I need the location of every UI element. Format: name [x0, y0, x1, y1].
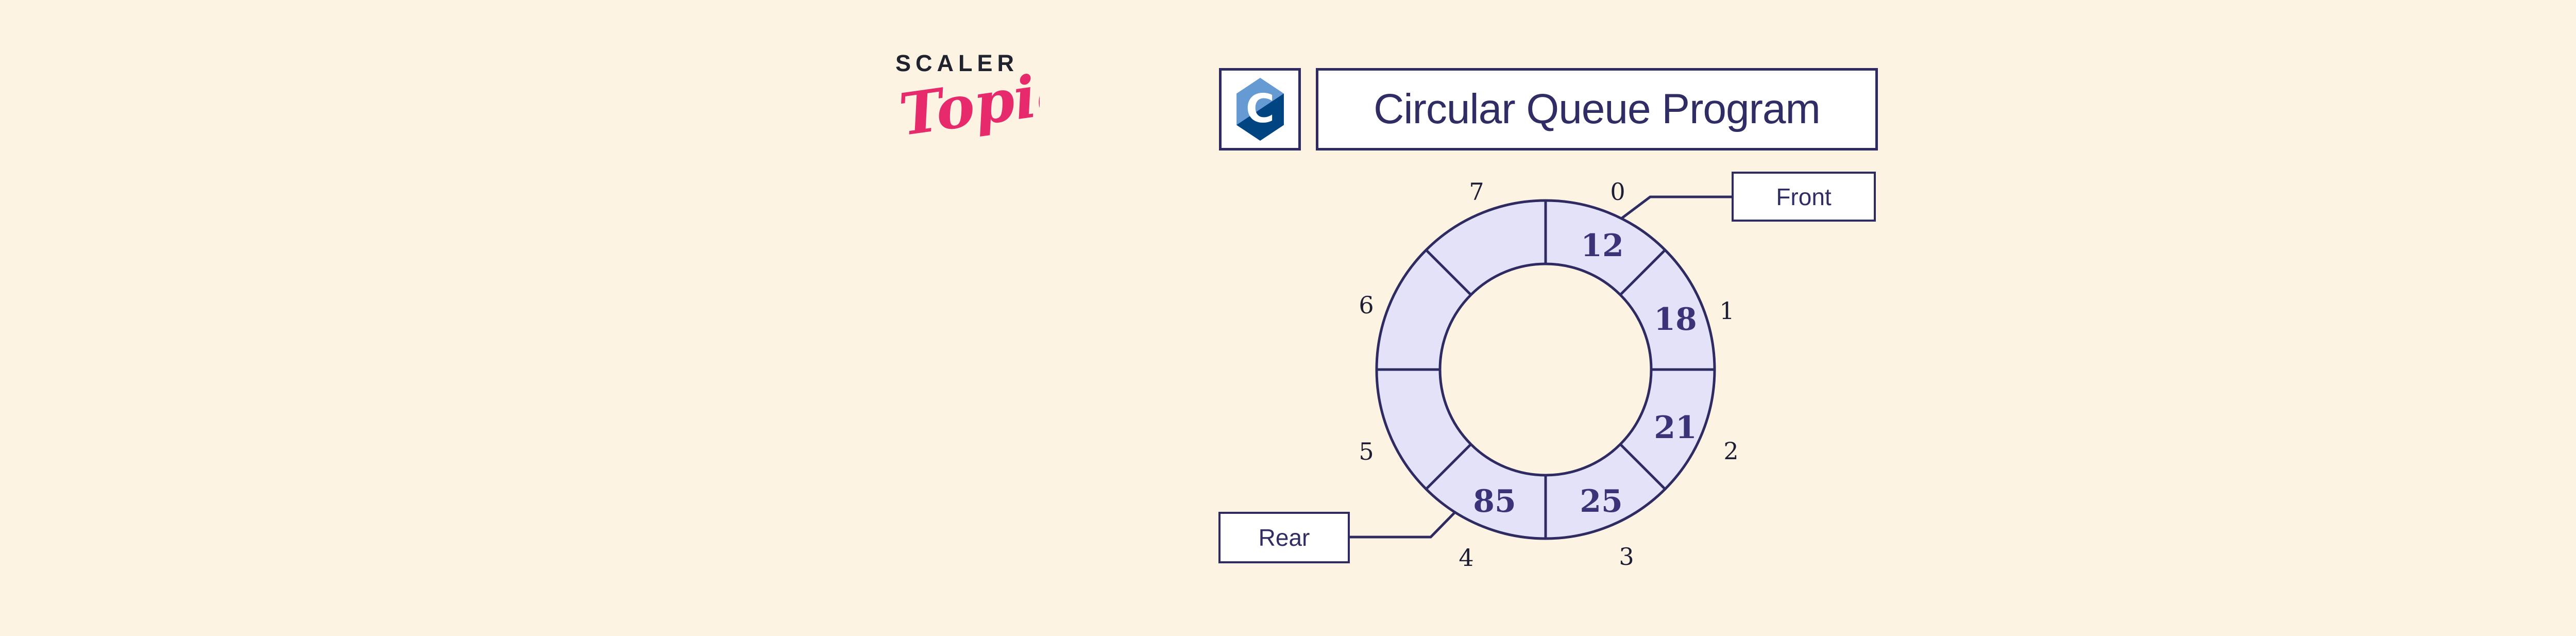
front-connector-line	[1620, 195, 1732, 220]
page-title: Circular Queue Program	[1374, 86, 1821, 132]
segment-divider	[1619, 249, 1666, 296]
index-label-4: 4	[1459, 544, 1474, 572]
slot-value-0: 12	[1581, 228, 1624, 264]
index-label-5: 5	[1359, 438, 1374, 465]
rear-connector-line	[1350, 511, 1456, 539]
c-language-logo-box: C	[1219, 68, 1301, 150]
segment-dividers	[1377, 200, 1715, 539]
index-label-6: 6	[1359, 291, 1374, 319]
queue-inner-circle	[1438, 262, 1653, 477]
slot-value-1: 18	[1654, 302, 1697, 338]
c-language-icon: C	[1236, 78, 1284, 141]
segment-divider	[1619, 443, 1666, 490]
index-label-0: 0	[1610, 178, 1625, 206]
segment-divider	[1425, 443, 1472, 490]
index-label-7: 7	[1469, 178, 1484, 206]
slot-value-4: 85	[1473, 483, 1516, 520]
c-logo-letter: C	[1246, 86, 1275, 131]
index-label-3: 3	[1619, 543, 1634, 571]
front-label-box: Front	[1732, 172, 1876, 222]
slot-value-3: 25	[1580, 483, 1623, 520]
index-label-2: 2	[1723, 437, 1739, 465]
c-logo-hexagon-dark	[1236, 93, 1284, 141]
circular-queue-diagram	[1350, 195, 1732, 540]
segment-divider	[1425, 249, 1472, 296]
brand-wordmark: SCALER	[895, 50, 1019, 76]
rear-label: Rear	[1258, 524, 1310, 551]
brand-script-text: Topics	[895, 66, 1040, 149]
brand-script-logo: Topics	[895, 66, 1040, 149]
front-label: Front	[1776, 183, 1832, 210]
index-label-1: 1	[1719, 297, 1735, 325]
slot-value-2: 21	[1654, 410, 1697, 446]
diagram-title-box: Circular Queue Program	[1316, 68, 1878, 150]
rear-label-box: Rear	[1218, 512, 1350, 563]
scaler-topics-logo: SCALER Topics	[895, 50, 1040, 155]
